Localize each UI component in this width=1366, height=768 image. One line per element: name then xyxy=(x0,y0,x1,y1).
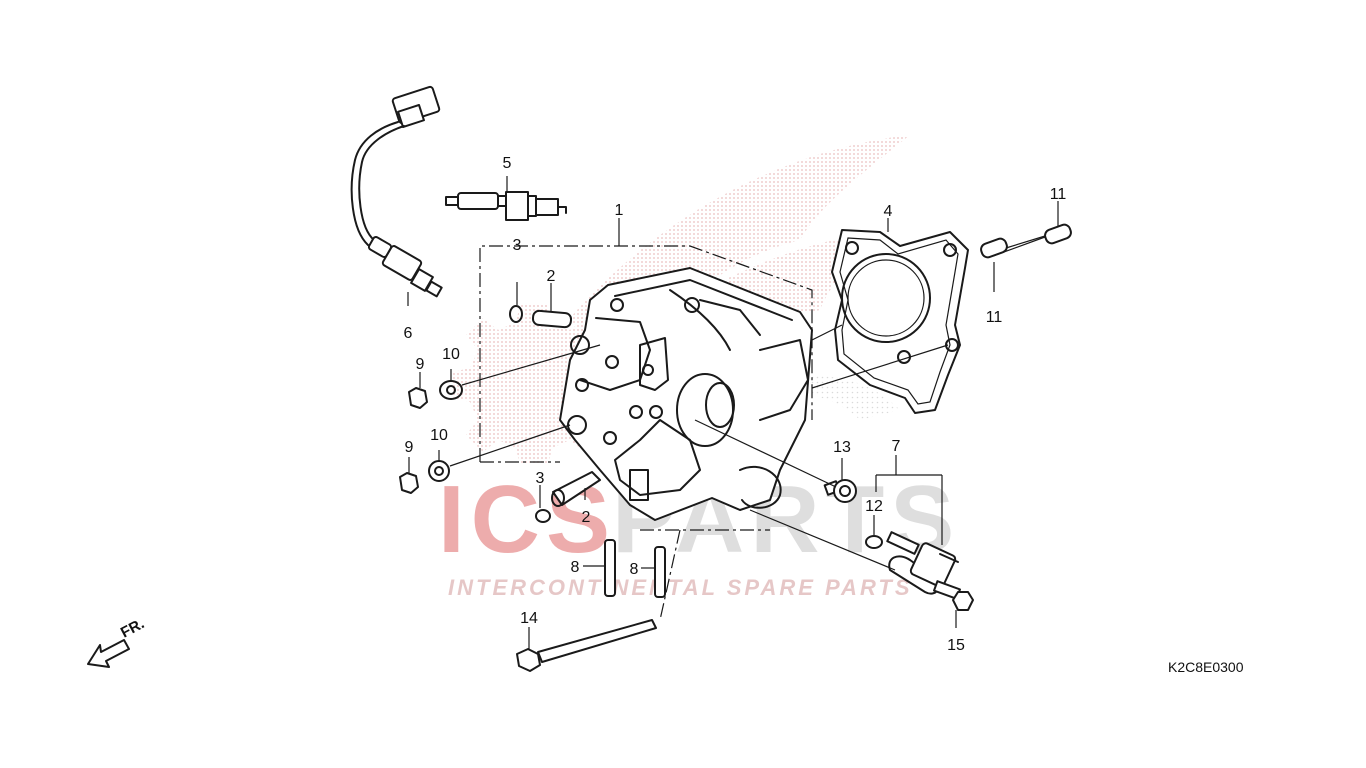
cylinder-head xyxy=(559,267,813,521)
callout-13: 13 xyxy=(833,439,851,456)
callout-12: 12 xyxy=(865,498,883,515)
callout-11-upper: 11 xyxy=(1050,186,1067,203)
front-direction-arrow: FR. xyxy=(87,615,147,668)
callout-9-upper: 9 xyxy=(416,356,425,373)
valve-guide-upper xyxy=(509,305,573,329)
callout-11-lower: 11 xyxy=(986,309,1003,326)
callout-15: 15 xyxy=(947,637,965,654)
valve-guide-lower xyxy=(535,471,601,523)
long-bolt xyxy=(516,619,657,672)
watermark-tagline: INTERCONTINENTAL SPARE PARTS xyxy=(448,575,913,600)
nut-washer-lower xyxy=(399,460,450,494)
diagram-code: K2C8E0300 xyxy=(1168,659,1244,675)
stud-bolts xyxy=(604,539,666,598)
callout-14: 14 xyxy=(520,610,538,627)
callout-1: 1 xyxy=(615,202,624,219)
callout-10-upper: 10 xyxy=(442,346,460,363)
front-label: FR. xyxy=(118,615,147,641)
flange-bolt xyxy=(823,479,857,503)
callout-6: 6 xyxy=(404,325,413,342)
head-gasket xyxy=(831,229,969,414)
sensor-bolt xyxy=(933,580,974,611)
assembly-outline xyxy=(479,245,813,462)
spark-plug xyxy=(445,191,567,221)
callout-labels: 1 2 2 3 3 4 5 6 7 8 8 9 9 10 10 11 11 12… xyxy=(404,155,1067,654)
callout-3-lower: 3 xyxy=(536,470,545,487)
oxygen-sensor xyxy=(350,85,443,298)
callout-5: 5 xyxy=(503,155,512,172)
callout-2-lower: 2 xyxy=(582,509,591,526)
callout-4: 4 xyxy=(884,203,893,220)
dowel-pins xyxy=(980,223,1072,259)
callout-3-upper: 3 xyxy=(513,237,522,254)
callout-7: 7 xyxy=(892,438,901,455)
leader-lines xyxy=(407,176,1059,649)
callout-10-lower: 10 xyxy=(430,427,448,444)
callout-2-upper: 2 xyxy=(547,268,556,285)
temperature-sensor xyxy=(865,531,959,595)
callout-9-lower: 9 xyxy=(405,439,414,456)
callout-8-left: 8 xyxy=(571,559,580,576)
callout-8-right: 8 xyxy=(630,561,639,578)
